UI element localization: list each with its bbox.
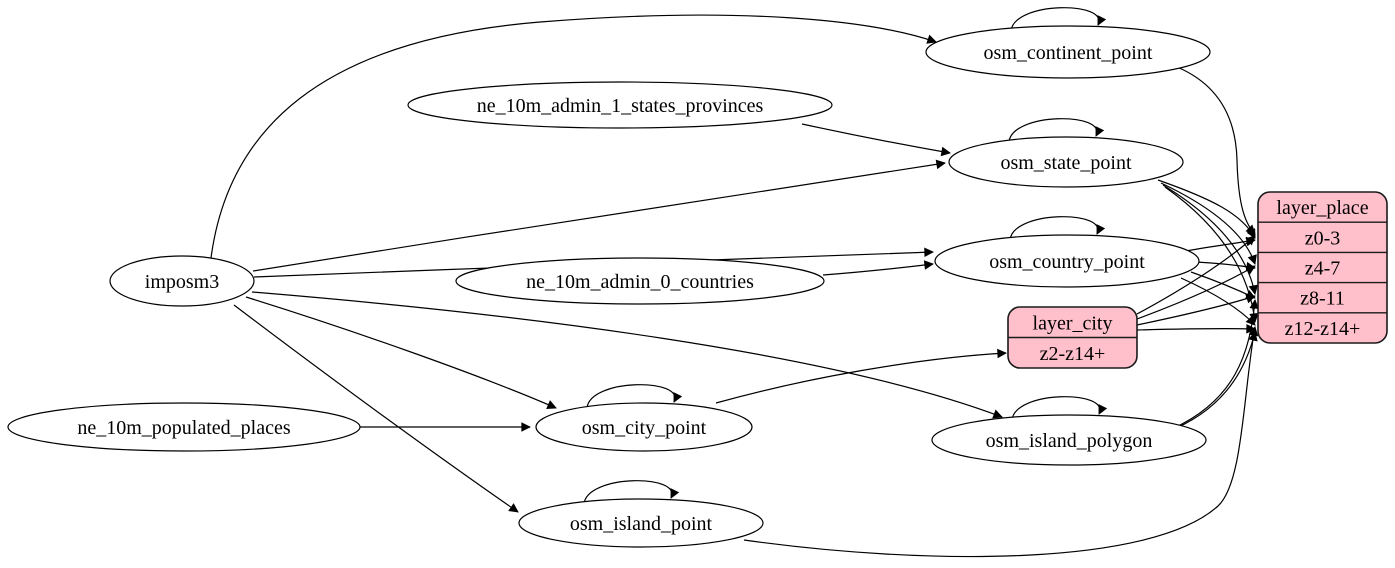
node-ellipse-osm_island_polygon [931, 414, 1207, 466]
record-layer_city: layer_city z2-z14+ [1007, 306, 1138, 369]
edge-imposm3-to-osm_island_polygon [251, 291, 1003, 419]
self-loop-osm_city_point [586, 384, 683, 409]
self-loop-osm_island_point [583, 480, 680, 505]
edge-ne_10m_admin_0_countries-to-osm_country_point [822, 260, 934, 276]
node-ellipse-imposm3 [109, 255, 255, 307]
edge-osm_country_point-to-layer_place:z12-z14+ [1180, 277, 1256, 326]
record-row-layer_place-z0-3: z0-3 [1305, 227, 1341, 249]
edge-osm_continent_point-to-layer_place:z0-3 [1176, 66, 1256, 235]
edge-layer_city-to-layer_place:z8-11 [1136, 294, 1256, 326]
node-ne_10m_admin_0_countries: ne_10m_admin_0_countries [455, 257, 825, 305]
edge-imposm3-to-osm_island_point [233, 304, 519, 513]
edge-ne_10m_admin_1_states_provinces-to-osm_state_point [801, 123, 951, 157]
edge-layer_city-to-layer_place:z0-3 [1136, 235, 1256, 315]
edge-osm_country_point-to-layer_place:z4-7 [1195, 261, 1256, 272]
node-label-ne_10m_admin_1_states_provinces: ne_10m_admin_1_states_provinces [477, 95, 764, 117]
node-label-ne_10m_admin_0_countries: ne_10m_admin_0_countries [526, 271, 754, 293]
edge-osm_state_point-to-layer_place:z4-7 [1160, 182, 1257, 265]
edge-osm_country_point-to-layer_place:z8-11 [1190, 271, 1256, 299]
node-imposm3: imposm3 [109, 255, 255, 307]
record-layer_place: layer_place z0-3 z4-7 z8-11 z12-z14+ [1257, 191, 1388, 344]
node-osm_island_point: osm_island_point [518, 480, 764, 548]
node-label-osm_state_point: osm_state_point [1000, 152, 1132, 174]
edge-imposm3-to-osm_continent_point [210, 14, 937, 259]
node-ellipse-ne_10m_populated_places [7, 402, 361, 452]
self-loop-osm_continent_point [1010, 7, 1107, 32]
self-loop-osm_state_point [1008, 118, 1105, 143]
edge-osm_island_polygon-to-layer_place:z8-11 [1173, 299, 1259, 429]
node-osm_continent_point: osm_continent_point [925, 7, 1211, 79]
node-osm_city_point: osm_city_point [535, 384, 753, 452]
edge-osm_state_point-to-layer_place:z0-3 [1157, 179, 1256, 239]
node-label-ne_10m_populated_places: ne_10m_populated_places [77, 417, 290, 439]
edge-osm_island_point-to-layer_place:z12-z14+ [743, 326, 1259, 558]
node-ellipse-osm_island_point [518, 498, 764, 548]
node-label-imposm3: imposm3 [145, 271, 219, 293]
self-loop-osm_island_polygon [1011, 396, 1108, 421]
node-ne_10m_populated_places: ne_10m_populated_places [7, 402, 361, 452]
node-ellipse-ne_10m_admin_0_countries [455, 257, 825, 305]
record-row-layer_city-z2-z14+: z2-z14+ [1040, 343, 1106, 365]
record-row-layer_place-z12-z14+: z12-z14+ [1285, 318, 1361, 340]
record-row-layer_city-layer_city: layer_city [1033, 312, 1113, 334]
self-loop-osm_country_point [1009, 216, 1106, 241]
edge-osm_island_polygon-to-layer_place:z12-z14+ [1166, 331, 1258, 433]
node-osm_country_point: osm_country_point [934, 216, 1200, 288]
node-osm_state_point: osm_state_point [948, 118, 1184, 188]
node-label-osm_continent_point: osm_continent_point [984, 42, 1153, 64]
edge-imposm3-to-osm_city_point [245, 296, 557, 409]
node-label-osm_country_point: osm_country_point [989, 251, 1145, 273]
node-osm_island_polygon: osm_island_polygon [931, 396, 1207, 466]
node-ellipse-ne_10m_admin_1_states_provinces [407, 81, 833, 129]
edge-layer_city-to-layer_place:z4-7 [1136, 265, 1256, 320]
node-ellipse-osm_city_point [535, 402, 753, 452]
record-box-layer_place [1257, 191, 1388, 344]
node-ellipse-osm_state_point [948, 136, 1184, 188]
record-row-layer_place-z4-7: z4-7 [1305, 258, 1341, 280]
edge-osm_state_point-to-layer_place:z8-11 [1162, 184, 1259, 295]
node-ne_10m_admin_1_states_provinces: ne_10m_admin_1_states_provinces [407, 81, 833, 129]
record-row-layer_place-layer_place: layer_place [1276, 197, 1368, 219]
node-label-osm_island_polygon: osm_island_polygon [986, 430, 1153, 452]
edge-imposm3-to-osm_state_point [252, 159, 946, 272]
node-label-osm_city_point: osm_city_point [582, 417, 707, 439]
edge-osm_city_point-to-layer_city:z2-z14+ [715, 348, 1007, 404]
node-ellipse-osm_country_point [934, 234, 1200, 288]
node-ellipse-osm_continent_point [925, 25, 1211, 79]
edge-layer_city-to-layer_place:z12-z14+ [1136, 323, 1256, 334]
record-row-layer_place-z8-11: z8-11 [1300, 288, 1345, 310]
node-label-osm_island_point: osm_island_point [570, 513, 713, 535]
